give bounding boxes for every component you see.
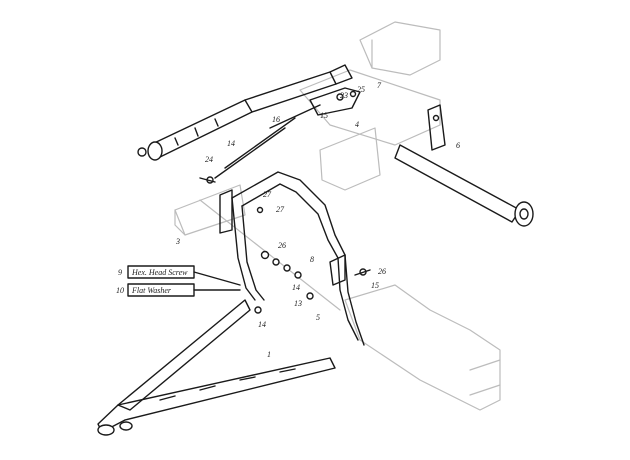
callout-25: 27 [263,190,272,199]
callout-21: 23 [340,91,348,100]
fasteners [199,176,371,314]
callout-7: 7 [377,81,382,90]
callout-26: 26 [378,267,386,276]
hydraulic-cylinder [137,64,353,161]
boxed-label-10-number: 10 [116,286,124,295]
callout-5: 5 [316,313,320,322]
callout-24: 26 [278,241,286,250]
callout-numbers: 7 25 23 15 4 16 14 6 24 27 27 3 26 8 26 … [175,81,460,359]
hitch-frame [219,171,365,346]
callout-1: 1 [267,350,271,359]
callout-23: 25 [357,85,365,94]
callout-15: 15 [320,111,328,120]
cross-shaft-tube [394,104,534,227]
tractor-frame-ghost [174,21,501,411]
boxed-label-9: 9 Hex. Head Screw [118,265,241,286]
callout-8: 8 [310,255,314,264]
callout-13: 15 [371,281,379,290]
callout-11: 13 [294,299,302,308]
callout-16: 16 [272,115,280,124]
callout-22: 24 [205,155,213,164]
drawbar [97,299,336,436]
callout-4: 4 [355,120,359,129]
callout-12b: 14 [258,320,266,329]
callout-27: 27 [276,205,285,214]
callout-6: 6 [456,141,460,150]
boxed-label-10: 10 Flat Washer [116,283,241,297]
callout-14: 14 [227,139,235,148]
callout-12: 14 [292,283,300,292]
callout-3: 3 [175,237,180,246]
boxed-label-9-text: Hex. Head Screw [131,268,188,277]
lift-linkage [214,87,361,179]
boxed-label-9-number: 9 [118,268,122,277]
boxed-label-10-text: Flat Washer [131,286,172,295]
